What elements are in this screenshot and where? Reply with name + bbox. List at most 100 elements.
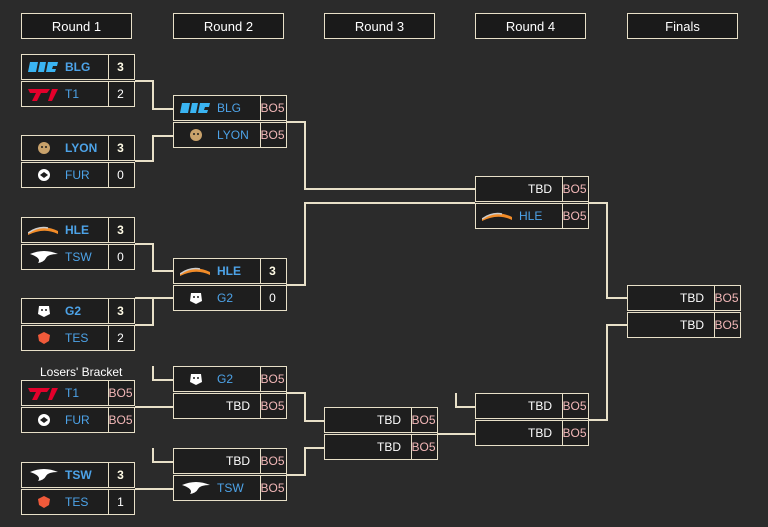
score: 0 bbox=[117, 250, 124, 264]
score: BO5 bbox=[260, 372, 285, 386]
finals-header: Finals bbox=[627, 13, 738, 39]
r3-lb-team1[interactable]: TBD BO5 bbox=[324, 407, 438, 433]
score: 1 bbox=[117, 495, 124, 509]
team-name: FUR bbox=[65, 168, 90, 182]
blg-logo-icon bbox=[28, 62, 58, 72]
r1-m4-team2[interactable]: TES 2 bbox=[21, 325, 135, 351]
r4-lb-team2[interactable]: TBD BO5 bbox=[475, 420, 589, 446]
hle-logo-icon bbox=[482, 212, 512, 221]
r2-m2-team1[interactable]: HLE 3 bbox=[173, 258, 287, 284]
round-4-header: Round 4 bbox=[475, 13, 586, 39]
blg-logo-icon bbox=[180, 103, 210, 113]
r2-lb1-team2[interactable]: TBD BO5 bbox=[173, 393, 287, 419]
team-name: TBD bbox=[226, 399, 250, 413]
r4-m1-team1[interactable]: TBD BO5 bbox=[475, 176, 589, 202]
team-name: HLE bbox=[65, 223, 89, 237]
score: BO5 bbox=[260, 128, 285, 142]
team-name: TBD bbox=[528, 182, 552, 196]
score: 2 bbox=[117, 331, 124, 345]
score: BO5 bbox=[562, 182, 587, 196]
team-name: TBD bbox=[377, 440, 401, 454]
fur-logo-icon bbox=[38, 169, 50, 181]
team-name: T1 bbox=[65, 87, 80, 101]
score: BO5 bbox=[260, 399, 285, 413]
score: BO5 bbox=[562, 399, 587, 413]
r1-m2-team2[interactable]: FUR 0 bbox=[21, 162, 135, 188]
score: 3 bbox=[117, 468, 124, 482]
hle-logo-icon bbox=[180, 267, 210, 276]
fur-logo-icon bbox=[38, 414, 50, 426]
team-name: FUR bbox=[65, 413, 90, 427]
score: BO5 bbox=[411, 413, 436, 427]
team-name: BLG bbox=[217, 101, 242, 115]
r2-m1-team2[interactable]: LYON BO5 bbox=[173, 122, 287, 148]
score: BO5 bbox=[108, 413, 133, 427]
score: BO5 bbox=[714, 318, 739, 332]
score: 2 bbox=[117, 87, 124, 101]
tes-logo-icon bbox=[38, 332, 50, 344]
t1-logo-icon bbox=[28, 89, 58, 101]
r2-lb2-team2[interactable]: TSW BO5 bbox=[173, 475, 287, 501]
round-2-header: Round 2 bbox=[173, 13, 284, 39]
r4-lb-team1[interactable]: TBD BO5 bbox=[475, 393, 589, 419]
r1-lb2-team1[interactable]: TSW 3 bbox=[21, 462, 135, 488]
r4-m1-team2[interactable]: HLE BO5 bbox=[475, 203, 589, 229]
score: 3 bbox=[269, 264, 276, 278]
team-name: HLE bbox=[217, 264, 241, 278]
losers-bracket-label: Losers' Bracket bbox=[40, 365, 123, 379]
tsw-logo-icon bbox=[30, 469, 58, 481]
r2-m1-team1[interactable]: BLG BO5 bbox=[173, 95, 287, 121]
tsw-logo-icon bbox=[182, 482, 210, 494]
team-name: G2 bbox=[217, 372, 234, 386]
score: BO5 bbox=[260, 454, 285, 468]
score: 3 bbox=[117, 60, 124, 74]
t1-logo-icon bbox=[28, 388, 58, 400]
r2-lb2-team1[interactable]: TBD BO5 bbox=[173, 448, 287, 474]
score: 3 bbox=[117, 141, 124, 155]
score: 0 bbox=[269, 291, 276, 305]
score: BO5 bbox=[108, 386, 133, 400]
team-name: TBD bbox=[680, 291, 704, 305]
score: BO5 bbox=[260, 101, 285, 115]
team-name: HLE bbox=[519, 209, 543, 223]
team-name: TSW bbox=[65, 250, 92, 264]
hle-logo-icon bbox=[28, 226, 58, 235]
team-name: BLG bbox=[65, 60, 91, 74]
r1-m3-team1[interactable]: HLE 3 bbox=[21, 217, 135, 243]
r1-m2-team1[interactable]: LYON 3 bbox=[21, 135, 135, 161]
lyon-logo-icon bbox=[38, 142, 50, 154]
team-name: TBD bbox=[226, 454, 250, 468]
r1-m1-team1[interactable]: BLG 3 bbox=[21, 54, 135, 80]
r3-lb-team2[interactable]: TBD BO5 bbox=[324, 434, 438, 460]
r1-lb1-team1[interactable]: T1 BO5 bbox=[21, 380, 135, 406]
finals-team1[interactable]: TBD BO5 bbox=[627, 285, 741, 311]
team-name: T1 bbox=[65, 386, 80, 400]
lyon-logo-icon bbox=[190, 129, 202, 141]
team-name: G2 bbox=[65, 304, 82, 318]
score: 3 bbox=[117, 223, 124, 237]
finals-team2[interactable]: TBD BO5 bbox=[627, 312, 741, 338]
r2-lb1-team1[interactable]: G2 BO5 bbox=[173, 366, 287, 392]
tes-logo-icon bbox=[38, 496, 50, 508]
team-name: TSW bbox=[217, 481, 244, 495]
r2-m2-team2[interactable]: G2 0 bbox=[173, 285, 287, 311]
round-1-header: Round 1 bbox=[21, 13, 132, 39]
r1-lb1-team2[interactable]: FUR BO5 bbox=[21, 407, 135, 433]
r1-m1-team2[interactable]: T1 2 bbox=[21, 81, 135, 107]
g2-logo-icon bbox=[190, 293, 202, 304]
team-name: TBD bbox=[528, 399, 552, 413]
round-3-header: Round 3 bbox=[324, 13, 435, 39]
score: BO5 bbox=[714, 291, 739, 305]
g2-logo-icon bbox=[38, 306, 50, 317]
r1-m4-team1[interactable]: G2 3 bbox=[21, 298, 135, 324]
r1-m3-team2[interactable]: TSW 0 bbox=[21, 244, 135, 270]
score: BO5 bbox=[562, 209, 587, 223]
score: BO5 bbox=[562, 426, 587, 440]
team-name: TSW bbox=[65, 468, 92, 482]
score: BO5 bbox=[411, 440, 436, 454]
score: 3 bbox=[117, 304, 124, 318]
r1-lb2-team2[interactable]: TES 1 bbox=[21, 489, 135, 515]
team-name: TBD bbox=[377, 413, 401, 427]
tsw-logo-icon bbox=[30, 251, 58, 263]
